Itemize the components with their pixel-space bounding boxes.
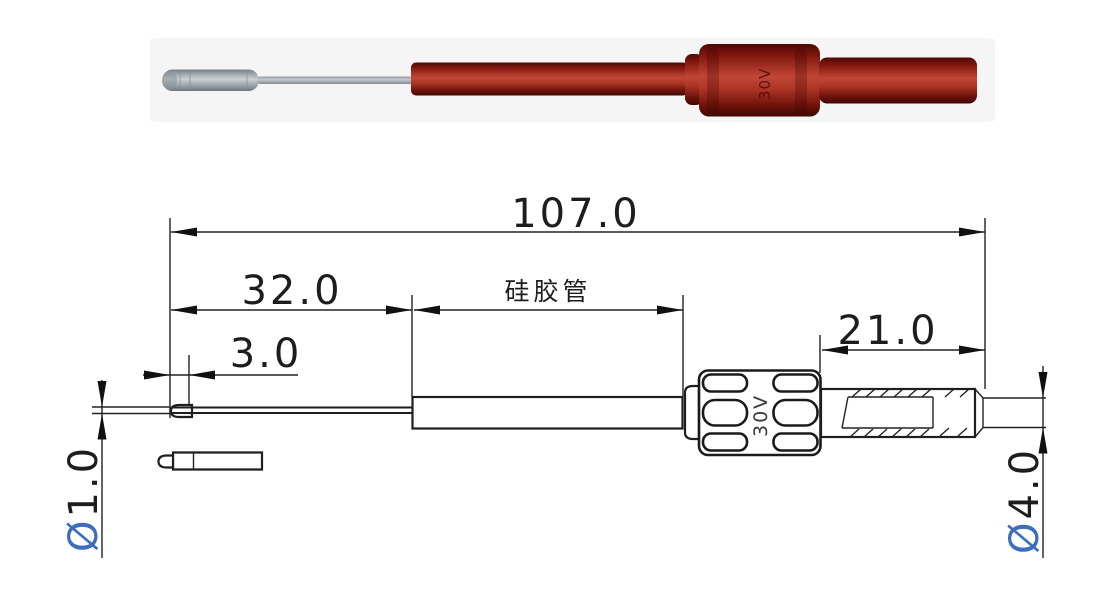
probe-render: 30V bbox=[150, 38, 995, 122]
grip-marking-label: 30V bbox=[750, 394, 772, 437]
outline-collar bbox=[683, 384, 701, 441]
render-grip bbox=[699, 44, 820, 117]
extension-lines bbox=[92, 218, 1046, 429]
diameter-symbol: Ø bbox=[1002, 520, 1048, 554]
outline-silicone-tube bbox=[411, 395, 684, 430]
dim-front-length: 32.0 bbox=[171, 268, 412, 315]
render-collar bbox=[685, 54, 703, 105]
render-marking-label: 30V bbox=[756, 68, 774, 100]
outline-wire bbox=[171, 406, 412, 414]
grip-slots bbox=[701, 373, 819, 452]
probe-outline-main-view: 30V bbox=[169, 369, 984, 457]
dim-plug-length: 21.0 bbox=[822, 308, 985, 355]
render-cap-seams bbox=[179, 70, 248, 91]
dim-tip-diameter-label: Ø1.0 bbox=[61, 445, 107, 552]
dim-tip-length: 3.0 bbox=[143, 331, 303, 380]
render-tip-cap-dome bbox=[162, 71, 177, 90]
dim-overall-length: 107.0 bbox=[171, 191, 985, 237]
render-grip-groove-left bbox=[707, 47, 719, 114]
outline-barrel bbox=[819, 387, 977, 439]
render-cable bbox=[411, 62, 688, 96]
render-shaft bbox=[257, 76, 413, 84]
dim-plug-diameter: Ø4.0 bbox=[1002, 366, 1048, 558]
dim-silicone-tube: 硅胶管 bbox=[414, 277, 683, 315]
diameter-symbol: Ø bbox=[61, 518, 107, 552]
render-barrel bbox=[819, 57, 977, 104]
dim-tip-length-label: 3.0 bbox=[230, 331, 303, 377]
dimension-drawing: 30V 107.0 bbox=[61, 191, 1048, 558]
tip-cap-detail-view bbox=[157, 451, 264, 471]
dim-front-length-label: 32.0 bbox=[241, 268, 342, 314]
dim-plug-diameter-label: Ø4.0 bbox=[1002, 447, 1048, 554]
dim-plug-length-label: 21.0 bbox=[837, 308, 938, 354]
outline-pin-tip bbox=[974, 388, 984, 438]
render-tip-cap bbox=[162, 69, 259, 91]
dim-overall-length-label: 107.0 bbox=[511, 191, 641, 237]
dim-silicone-tube-label: 硅胶管 bbox=[504, 277, 591, 306]
render-grip-groove-right bbox=[795, 47, 807, 114]
barrel-spring-contacts bbox=[841, 388, 970, 438]
dim-tip-diameter: Ø1.0 bbox=[61, 380, 107, 558]
